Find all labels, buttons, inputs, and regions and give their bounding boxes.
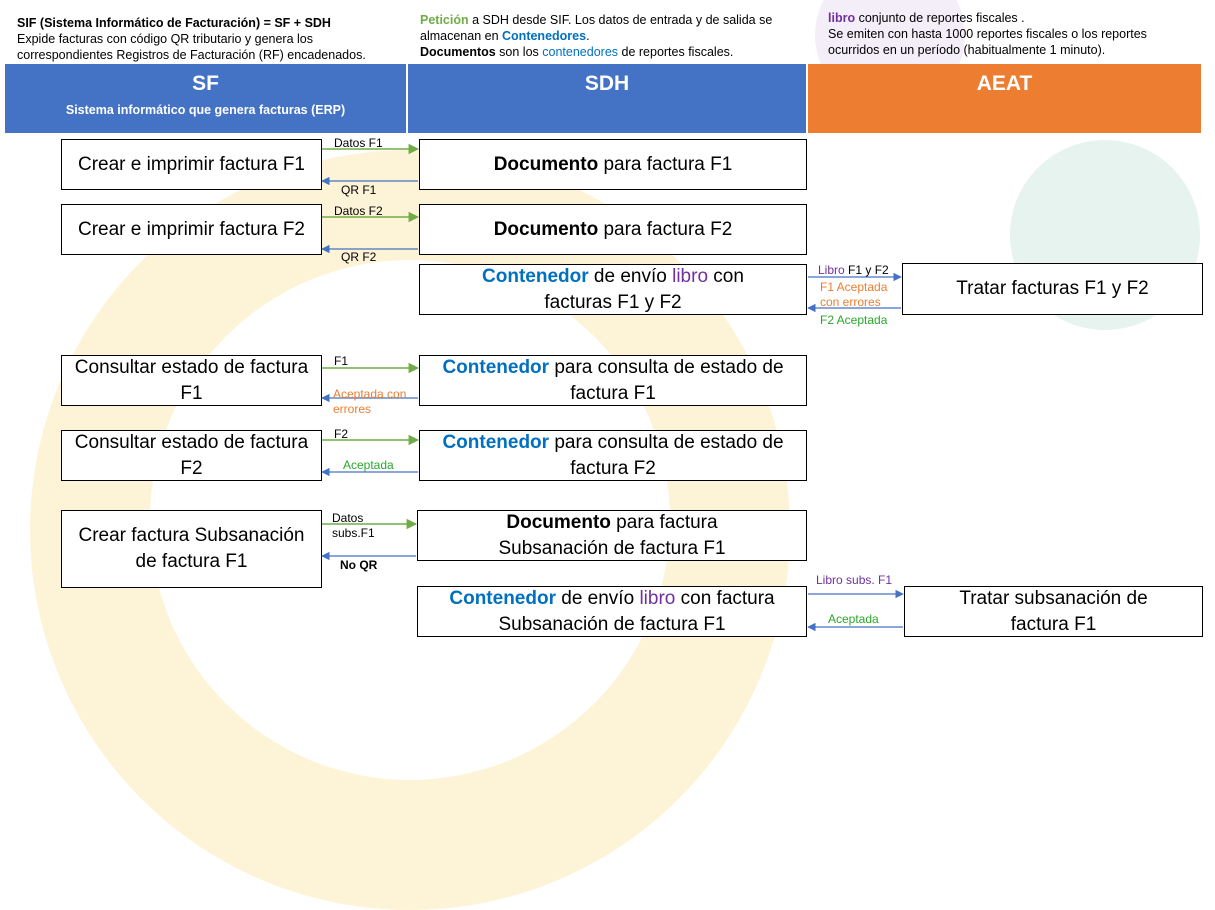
note-libro-rest: conjunto de reportes fiscales . bbox=[855, 11, 1025, 25]
note-peticion: Petición a SDH desde SIF. Los datos de e… bbox=[420, 12, 800, 60]
header-sf-subtitle: Sistema informático que genera facturas … bbox=[65, 103, 346, 117]
sdh-box-contenedor-consulta-f1: Contenedor para consulta de estado de fa… bbox=[419, 355, 807, 406]
label-f2: F2 bbox=[334, 427, 349, 441]
sdh-box-documento-f1-text: Documento para factura F1 bbox=[494, 152, 733, 178]
note-documentos-end: de reportes fiscales. bbox=[618, 45, 734, 59]
sf-box-consultar-f1-text: Consultar estado de factura F1 bbox=[74, 356, 309, 404]
label-libro-f1-f2: Libro F1 y F2 bbox=[818, 263, 889, 278]
contenedor-envio-pre: de envío bbox=[588, 265, 673, 287]
contenedor-envio-post: con facturas F1 y F2 bbox=[544, 265, 744, 313]
libro-word: libro bbox=[639, 587, 676, 609]
contenedor-word: Contenedor bbox=[449, 587, 556, 609]
aeat-box-tratar-f1-f2: Tratar facturas F1 y F2 bbox=[902, 263, 1203, 315]
sdh-box-documento-subsanacion-text: Documento para factura Subsanación de fa… bbox=[418, 510, 806, 562]
label-datos-f2: Datos F2 bbox=[334, 204, 383, 218]
documento-word: Documento bbox=[493, 153, 599, 175]
sdh-box-contenedor-consulta-f2: Contenedor para consulta de estado de fa… bbox=[419, 430, 807, 481]
sdh-box-contenedor-consulta-f2-text: Contenedor para consulta de estado de fa… bbox=[420, 430, 806, 482]
label-datos-subs: Datos subs.F1 bbox=[332, 511, 375, 540]
label-datos-f1: Datos F1 bbox=[334, 136, 383, 150]
aeat-box-tratar-subsanacion: Tratar subsanación de factura F1 bbox=[904, 586, 1203, 637]
note-period: . bbox=[586, 29, 590, 43]
sdh-box-contenedor-envio-subsanacion-text: Contenedor de envío libro con factura Su… bbox=[418, 586, 806, 638]
sdh-box-documento-f1: Documento para factura F1 bbox=[419, 139, 807, 190]
sf-box-crear-f2-text: Crear e imprimir factura F2 bbox=[78, 218, 305, 240]
note-contenedores-word: Contenedores bbox=[502, 29, 587, 43]
contenedor-envio-subs-pre: de envío bbox=[555, 587, 640, 609]
sdh-box-documento-f2-text: Documento para factura F2 bbox=[494, 217, 733, 243]
label-aceptada-subs: Aceptada bbox=[828, 612, 879, 626]
header-aeat: AEAT bbox=[808, 64, 1201, 133]
sf-box-crear-f2: Crear e imprimir factura F2 bbox=[61, 204, 322, 255]
note-libro: libro conjunto de reportes fiscales . Se… bbox=[828, 10, 1188, 58]
label-f1-aceptada-con-errores: F1 Aceptada con errores bbox=[820, 280, 888, 309]
sdh-box-contenedor-envio-f1-f2-text: Contenedor de envío libro con facturas F… bbox=[420, 264, 806, 316]
label-libro-word: Libro bbox=[818, 263, 845, 277]
note-documentos-mid: son los bbox=[495, 45, 543, 59]
documento-f1-rest: para factura F1 bbox=[598, 153, 733, 175]
documento-word: Documento bbox=[506, 511, 611, 533]
contenedor-word: Contenedor bbox=[442, 356, 550, 378]
documento-word: Documento bbox=[493, 218, 599, 240]
note-libro-word: libro bbox=[828, 11, 856, 25]
label-libro-f1-f2-rest: F1 y F2 bbox=[844, 263, 889, 277]
header-aeat-title: AEAT bbox=[976, 72, 1033, 95]
note-sif-body: Expide facturas con código QR tributario… bbox=[17, 32, 366, 62]
label-no-qr: No QR bbox=[340, 558, 378, 572]
documento-subsanacion-rest: para factura Subsanación de factura F1 bbox=[498, 511, 726, 559]
header-sf: SF Sistema informático que genera factur… bbox=[5, 64, 406, 133]
sf-box-crear-f1-text: Crear e imprimir factura F1 bbox=[78, 153, 305, 175]
sf-box-consultar-f1: Consultar estado de factura F1 bbox=[61, 355, 322, 406]
contenedor-consulta-f2-rest: para consulta de estado de factura F2 bbox=[549, 431, 784, 479]
contenedor-word: Contenedor bbox=[442, 431, 550, 453]
sdh-box-documento-subsanacion: Documento para factura Subsanación de fa… bbox=[417, 510, 807, 561]
sf-box-consultar-f2-text: Consultar estado de factura F2 bbox=[74, 431, 309, 479]
contenedor-envio-subs-post: con factura Subsanación de factura F1 bbox=[498, 587, 775, 635]
aeat-box-tratar-subsanacion-text: Tratar subsanación de factura F1 bbox=[959, 587, 1148, 635]
label-f2-aceptada: F2 Aceptada bbox=[820, 313, 888, 327]
label-aceptada-con-errores: Aceptada con errores bbox=[333, 387, 407, 416]
note-peticion-word: Petición bbox=[420, 13, 469, 27]
sf-box-subsanacion: Crear factura Subsanación de factura F1 bbox=[61, 510, 322, 588]
sdh-box-contenedor-consulta-f1-text: Contenedor para consulta de estado de fa… bbox=[420, 355, 806, 407]
documento-f2-rest: para factura F2 bbox=[598, 218, 733, 240]
sdh-box-contenedor-envio-subsanacion: Contenedor de envío libro con factura Su… bbox=[417, 586, 807, 637]
aeat-box-tratar-f1-f2-text: Tratar facturas F1 y F2 bbox=[956, 278, 1149, 299]
sdh-box-documento-f2: Documento para factura F2 bbox=[419, 204, 807, 255]
note-sif-title: SIF (Sistema Informático de Facturación)… bbox=[17, 16, 331, 30]
note-peticion-text: a SDH desde SIF. Los datos de entrada y … bbox=[420, 13, 773, 43]
sf-box-subsanacion-text: Crear factura Subsanación de factura F1 bbox=[78, 525, 305, 572]
header-sdh: SDH bbox=[408, 64, 806, 133]
label-f1: F1 bbox=[334, 354, 349, 368]
sf-box-consultar-f2: Consultar estado de factura F2 bbox=[61, 430, 322, 481]
note-contenedores-lower: contenedores bbox=[542, 45, 619, 59]
label-libro-subs: Libro subs. F1 bbox=[816, 573, 893, 587]
note-libro-body: Se emiten con hasta 1000 reportes fiscal… bbox=[828, 27, 1147, 57]
contenedor-word: Contenedor bbox=[482, 265, 589, 287]
sf-box-crear-f1: Crear e imprimir factura F1 bbox=[61, 139, 322, 190]
note-sif: SIF (Sistema Informático de Facturación)… bbox=[17, 15, 402, 63]
header-sf-title: SF bbox=[192, 72, 219, 95]
label-aceptada: Aceptada bbox=[343, 458, 394, 472]
sdh-box-contenedor-envio-f1-f2: Contenedor de envío libro con facturas F… bbox=[419, 264, 807, 315]
contenedor-consulta-f1-rest: para consulta de estado de factura F1 bbox=[549, 356, 784, 404]
label-qr-f1: QR F1 bbox=[341, 183, 377, 197]
libro-word: libro bbox=[672, 265, 709, 287]
arrows-layer bbox=[321, 143, 904, 632]
header-sdh-title: SDH bbox=[584, 72, 630, 95]
note-documentos-word: Documentos bbox=[420, 45, 496, 59]
label-qr-f2: QR F2 bbox=[341, 250, 377, 264]
